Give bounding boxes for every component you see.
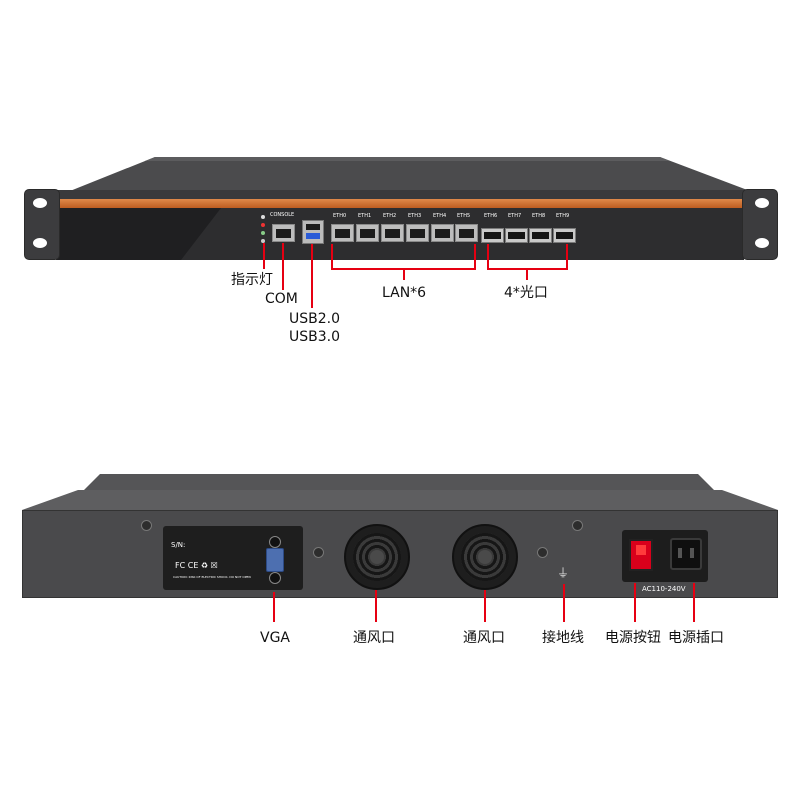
- usb2-port[interactable]: [306, 224, 320, 230]
- lan-bracket-right: [474, 244, 476, 270]
- ground-label: 接地线: [542, 630, 584, 646]
- fan-vent-icon: [452, 524, 518, 590]
- status-led-icon: [261, 231, 265, 235]
- fan-vent-icon: [344, 524, 410, 590]
- eth-port[interactable]: [331, 224, 354, 242]
- eth-port[interactable]: [406, 224, 429, 242]
- rear-io-plate: S/N: FC CE ♻ ☒ CAUTION: RISK OF ELECTRIC…: [163, 526, 303, 590]
- rack-hole: [33, 238, 47, 248]
- eth-port-label: ETH0: [333, 213, 347, 219]
- eth-port-label: ETH1: [358, 213, 372, 219]
- rack-hole: [755, 198, 769, 208]
- vent1-label: 通风口: [353, 630, 395, 646]
- power-switch-rocker: [636, 545, 646, 555]
- front-right-rack-ear: [742, 189, 778, 260]
- sfp-port-label: ETH9: [556, 213, 570, 219]
- sfp-bracket-right: [566, 244, 568, 270]
- sn-label: S/N:: [171, 541, 186, 549]
- lan-callout-stem: [403, 268, 405, 280]
- indicator-callout-line: [263, 243, 265, 269]
- eth-port-label: ETH4: [433, 213, 447, 219]
- vga-screw-icon: [269, 536, 281, 548]
- front-orange-stripe: [56, 199, 744, 209]
- usb-callout-line: [311, 244, 313, 308]
- eth-port[interactable]: [455, 224, 478, 242]
- ground-icon: ⏚: [556, 566, 569, 580]
- eth-port[interactable]: [381, 224, 404, 242]
- hdd-led-icon: [261, 239, 265, 243]
- sfp-callout-stem: [526, 268, 528, 280]
- sfp-bracket-left: [487, 244, 489, 270]
- socket-pin: [690, 548, 694, 558]
- lan-bracket-left: [331, 244, 333, 270]
- usb3-port[interactable]: [306, 233, 320, 239]
- vga-callout-line: [273, 592, 275, 622]
- fan-hub: [370, 550, 384, 564]
- console-port[interactable]: [272, 224, 295, 242]
- power-socket-label: 电源插口: [668, 630, 724, 646]
- power-switch-callout-line: [634, 583, 636, 622]
- power-socket[interactable]: [670, 538, 702, 570]
- ground-callout-line: [563, 584, 565, 622]
- sfp-port[interactable]: [529, 228, 552, 243]
- console-label: CONSOLE: [270, 212, 295, 218]
- sfp-port[interactable]: [553, 228, 576, 243]
- vga-port[interactable]: [266, 548, 284, 572]
- com-callout-line: [282, 243, 284, 290]
- rack-hole: [755, 238, 769, 248]
- rear-top-bevel: [22, 490, 778, 510]
- sfp-port[interactable]: [481, 228, 504, 243]
- vent1-callout-line: [375, 590, 377, 622]
- sfp-port[interactable]: [505, 228, 528, 243]
- eth-port-label: ETH3: [408, 213, 422, 219]
- vent2-label: 通风口: [463, 630, 505, 646]
- vga-screw-icon: [269, 572, 281, 584]
- lan-label: LAN*6: [382, 285, 427, 301]
- power-switch-label: 电源按钮: [605, 630, 661, 646]
- alarm-led-icon: [261, 223, 265, 227]
- power-led-icon: [261, 215, 265, 219]
- vga-label: VGA: [260, 630, 291, 646]
- indicator-label: 指示灯: [231, 272, 273, 288]
- usb2-label: USB2.0: [289, 311, 341, 327]
- power-module: [622, 530, 708, 582]
- front-left-rack-ear: [24, 189, 60, 260]
- screw-icon: [313, 547, 324, 558]
- front-top-panel: [70, 157, 750, 191]
- eth-port[interactable]: [431, 224, 454, 242]
- usb-port-stack[interactable]: [302, 220, 324, 244]
- usb3-label: USB3.0: [289, 329, 341, 345]
- sfp-label: 4*光口: [504, 285, 548, 301]
- eth-port-label: ETH2: [383, 213, 397, 219]
- screw-icon: [572, 520, 583, 531]
- vent2-callout-line: [484, 590, 486, 622]
- front-vent-bevel: [56, 208, 221, 260]
- sfp-port-label: ETH6: [484, 213, 498, 219]
- power-socket-callout-line: [693, 583, 695, 622]
- certification-icons: FC CE ♻ ☒: [175, 561, 218, 570]
- sfp-port-label: ETH7: [508, 213, 522, 219]
- sfp-port-label: ETH8: [532, 213, 546, 219]
- caution-label: CAUTION: RISK OF ELECTRIC SHOCK. DO NOT …: [173, 575, 251, 579]
- com-label: COM: [265, 291, 298, 307]
- rack-hole: [33, 198, 47, 208]
- eth-port[interactable]: [356, 224, 379, 242]
- eth-port-label: ETH5: [457, 213, 471, 219]
- power-switch[interactable]: [629, 539, 653, 571]
- fan-hub: [478, 550, 492, 564]
- screw-icon: [141, 520, 152, 531]
- screw-icon: [537, 547, 548, 558]
- power-rating-label: AC110-240V: [642, 585, 686, 593]
- socket-pin: [678, 548, 682, 558]
